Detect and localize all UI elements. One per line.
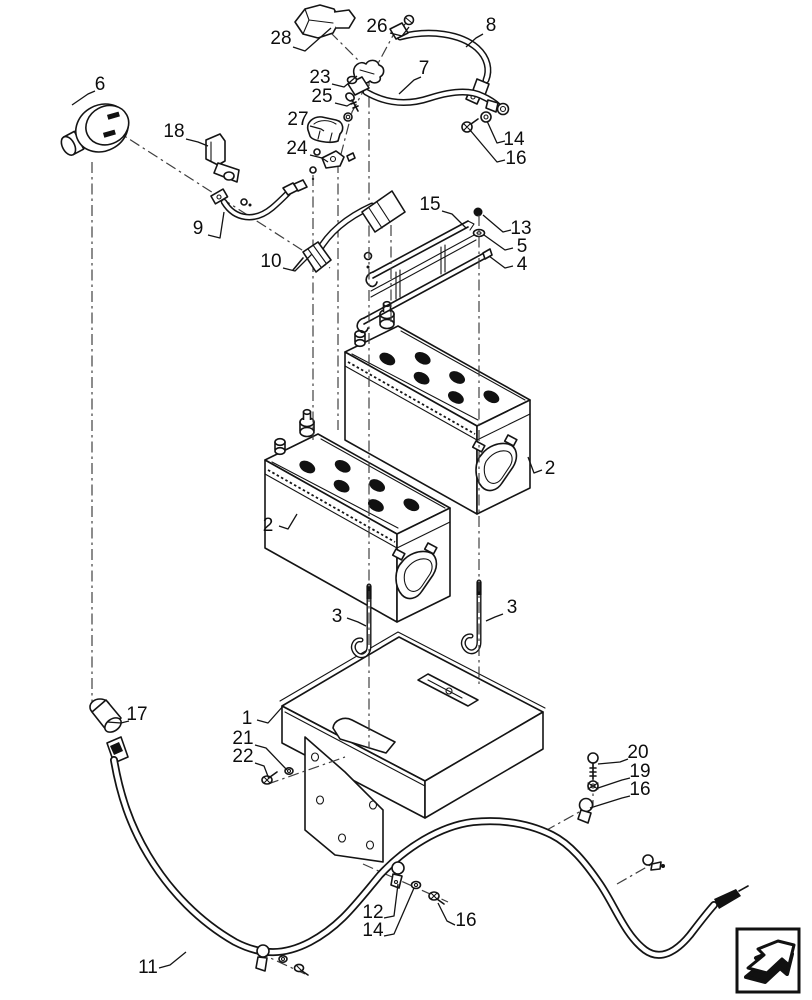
- tray-bracket: [304, 736, 384, 863]
- battery-cable-10: [292, 190, 406, 273]
- callout-label-19: 19: [629, 761, 650, 782]
- callout-label-24: 24: [286, 138, 308, 159]
- screw-25: [343, 92, 359, 122]
- callout-label-1: 1: [242, 708, 253, 729]
- callout-label-23: 23: [309, 67, 330, 88]
- bolt-26: [399, 14, 415, 31]
- callout-label-15: 15: [419, 194, 440, 215]
- callout-label-16: 16: [629, 779, 650, 800]
- callout-label-2: 2: [263, 515, 274, 536]
- disconnect-switch: [60, 103, 130, 156]
- j-bolt-right: [460, 579, 482, 655]
- terminal-boot: [205, 133, 240, 183]
- callout-label-28: 28: [270, 28, 291, 49]
- hold-down-nut: [473, 207, 483, 217]
- callout-label-18: 18: [163, 121, 184, 142]
- bracket-bolt-set: [261, 766, 294, 785]
- clamp-set-bottom: [255, 944, 309, 976]
- callout-label-27: 27: [287, 109, 308, 130]
- battery-cable-7: [346, 75, 510, 116]
- callout-label-3: 3: [332, 606, 343, 627]
- callout-label-11: 11: [138, 957, 158, 978]
- clamp-mid-right: [642, 854, 665, 871]
- callout-label-22: 22: [232, 746, 253, 767]
- callout-label-13: 13: [510, 218, 531, 239]
- callout-label-17: 17: [126, 704, 147, 725]
- callout-label-6: 6: [95, 74, 106, 95]
- terminal-clamp-24: [313, 148, 356, 169]
- callout-label-14: 14: [362, 920, 384, 941]
- callout-label-5: 5: [517, 236, 528, 257]
- callout-label-8: 8: [486, 15, 497, 36]
- callout-label-4: 4: [517, 254, 528, 275]
- callout-label-7: 7: [419, 58, 430, 79]
- callout-label-14: 14: [503, 129, 525, 150]
- callout-leaders: [71, 26, 631, 969]
- washer-14-top: [480, 111, 492, 123]
- callout-label-16: 16: [505, 148, 526, 169]
- arrow-face: [746, 939, 796, 975]
- continue-arrow-icon[interactable]: [735, 927, 801, 994]
- terminal-cover-27: [306, 116, 344, 143]
- callout-label-10: 10: [260, 251, 281, 272]
- battery-tray: [279, 631, 546, 863]
- hold-down-frame: [309, 166, 493, 334]
- elbow-boot-17: [89, 698, 122, 733]
- bolt-washer-clamp-right: [577, 752, 599, 824]
- callout-label-25: 25: [311, 86, 332, 107]
- callout-label-2: 2: [545, 458, 556, 479]
- callout-label-20: 20: [627, 742, 648, 763]
- callout-label-26: 26: [366, 16, 387, 37]
- battery-cable-11: [106, 736, 749, 959]
- screw-16-top: [461, 118, 479, 133]
- clamp-set-labeled: [390, 861, 445, 905]
- callout-label-12: 12: [362, 902, 383, 923]
- callout-label-21: 21: [232, 728, 253, 749]
- callout-label-3: 3: [507, 597, 518, 618]
- battery-cable-9: [210, 179, 308, 221]
- callout-label-9: 9: [193, 218, 204, 239]
- callout-label-16: 16: [455, 910, 476, 931]
